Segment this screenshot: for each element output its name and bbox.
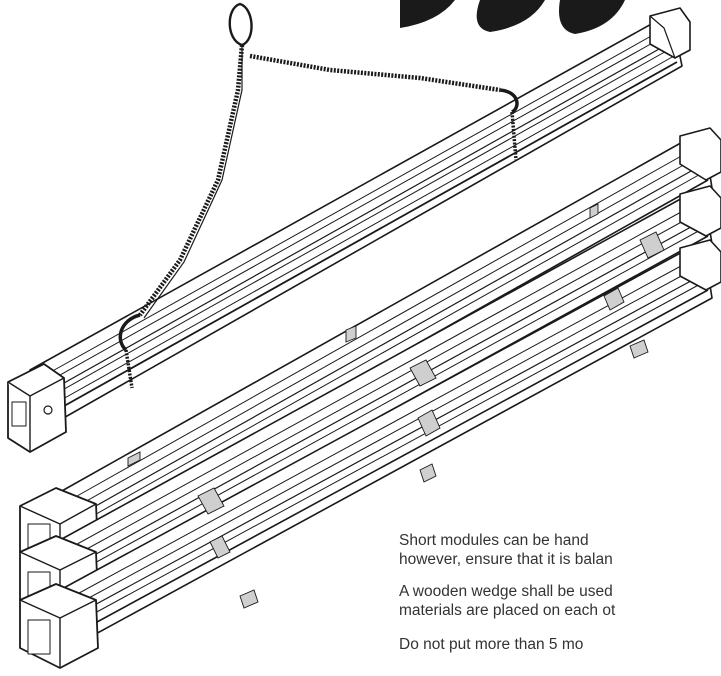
paragraph-line: materials are placed on each ot bbox=[399, 602, 616, 619]
paragraph-wooden-wedge: A wooden wedge shall be used materials a… bbox=[399, 582, 615, 620]
hanging-module-endcap-right bbox=[649, 7, 691, 59]
paragraph-line: Do not put more than 5 mo bbox=[399, 636, 584, 653]
lifting-sling bbox=[118, 2, 519, 389]
headline-fragment bbox=[400, 0, 625, 34]
paragraph-line: however, ensure that it is balan bbox=[399, 551, 613, 568]
hanging-module-endcap-left bbox=[7, 363, 67, 453]
paragraph-line: Short modules can be hand bbox=[399, 532, 589, 549]
hanging-module bbox=[7, 7, 691, 453]
paragraph-short-modules: Short modules can be hand however, ensur… bbox=[399, 531, 613, 569]
wooden-wedges bbox=[127, 203, 665, 609]
paragraph-line: A wooden wedge shall be used bbox=[399, 583, 613, 600]
paragraph-stack-limit: Do not put more than 5 mo bbox=[399, 635, 583, 654]
